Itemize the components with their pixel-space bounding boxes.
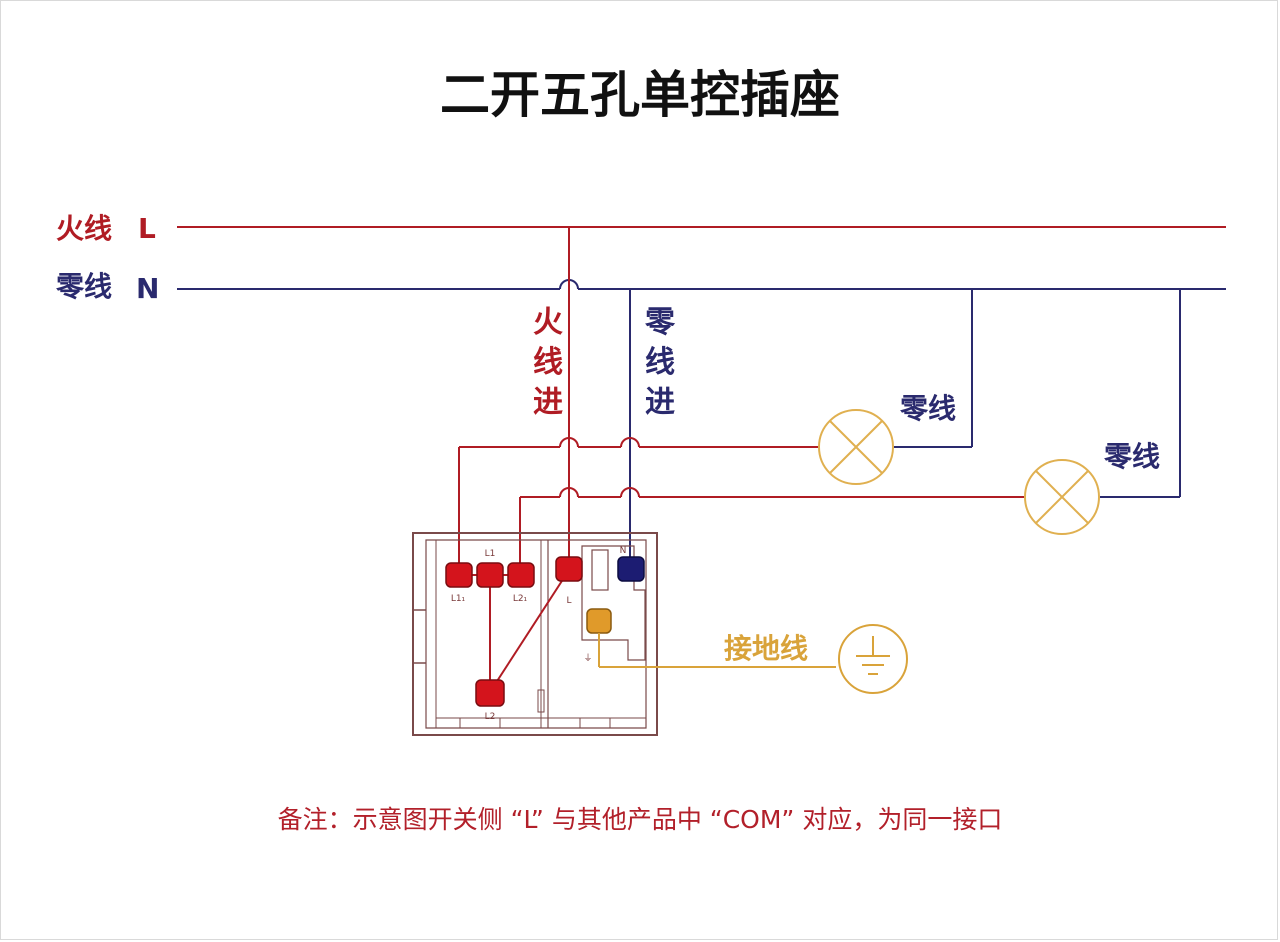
svg-text:火: 火 [533,305,563,340]
terminal-l1 [476,562,504,588]
terminal-l1-1 [445,562,473,588]
ground-label: 接地线 [724,632,808,665]
terminal-l1-top-label: L1 [485,549,496,559]
lamp2 [1024,459,1100,535]
lamp1-neutral-label: 零线 [900,392,956,425]
terminal-l-label: L [566,596,571,606]
live-in-label: 火 线 进 [533,305,563,420]
svg-text:进: 进 [533,385,563,420]
terminal-l2-1-label: L2₁ [513,594,528,604]
svg-text:线: 线 [533,345,563,380]
neutral-line-letter: N [136,272,159,305]
diagram-title: 二开五孔单控插座 [440,66,840,124]
terminal-l2-label: L2 [485,712,496,722]
footnote: 备注：示意图开关侧 “L” 与其他产品中 “COM” 对应，为同一接口 [278,805,1003,834]
svg-text:进: 进 [645,385,675,420]
socket-module [412,532,658,736]
terminal-l2 [475,679,505,707]
live-line-letter: L [138,212,156,245]
bridge-wires [459,569,570,693]
terminal-ground-mark: ⏚ [583,653,592,664]
lamp1-neutral-wire [894,289,973,448]
neutral-line-label: 零线 [56,270,112,303]
ground-wire [598,633,836,668]
terminal-l1-1-label: L1₁ [451,594,466,604]
lamp2-live-wire [519,487,1024,565]
terminal-n-label: N [620,546,627,556]
neutral-main-line [177,279,1226,290]
live-line-label: 火线 [56,212,112,245]
lamp1 [818,409,894,485]
lamp2-neutral-label: 零线 [1104,440,1160,473]
svg-text:线: 线 [645,345,675,380]
svg-text:零: 零 [645,305,676,340]
lamp2-neutral-wire [1100,289,1181,498]
terminal-ground [586,608,612,634]
terminal-l2-1 [507,562,535,588]
terminal-n [617,556,645,582]
lamp1-live-wire [458,437,818,565]
ground-icon [838,624,908,694]
terminal-l [555,556,583,582]
neutral-in-label: 零 线 进 [645,305,676,420]
